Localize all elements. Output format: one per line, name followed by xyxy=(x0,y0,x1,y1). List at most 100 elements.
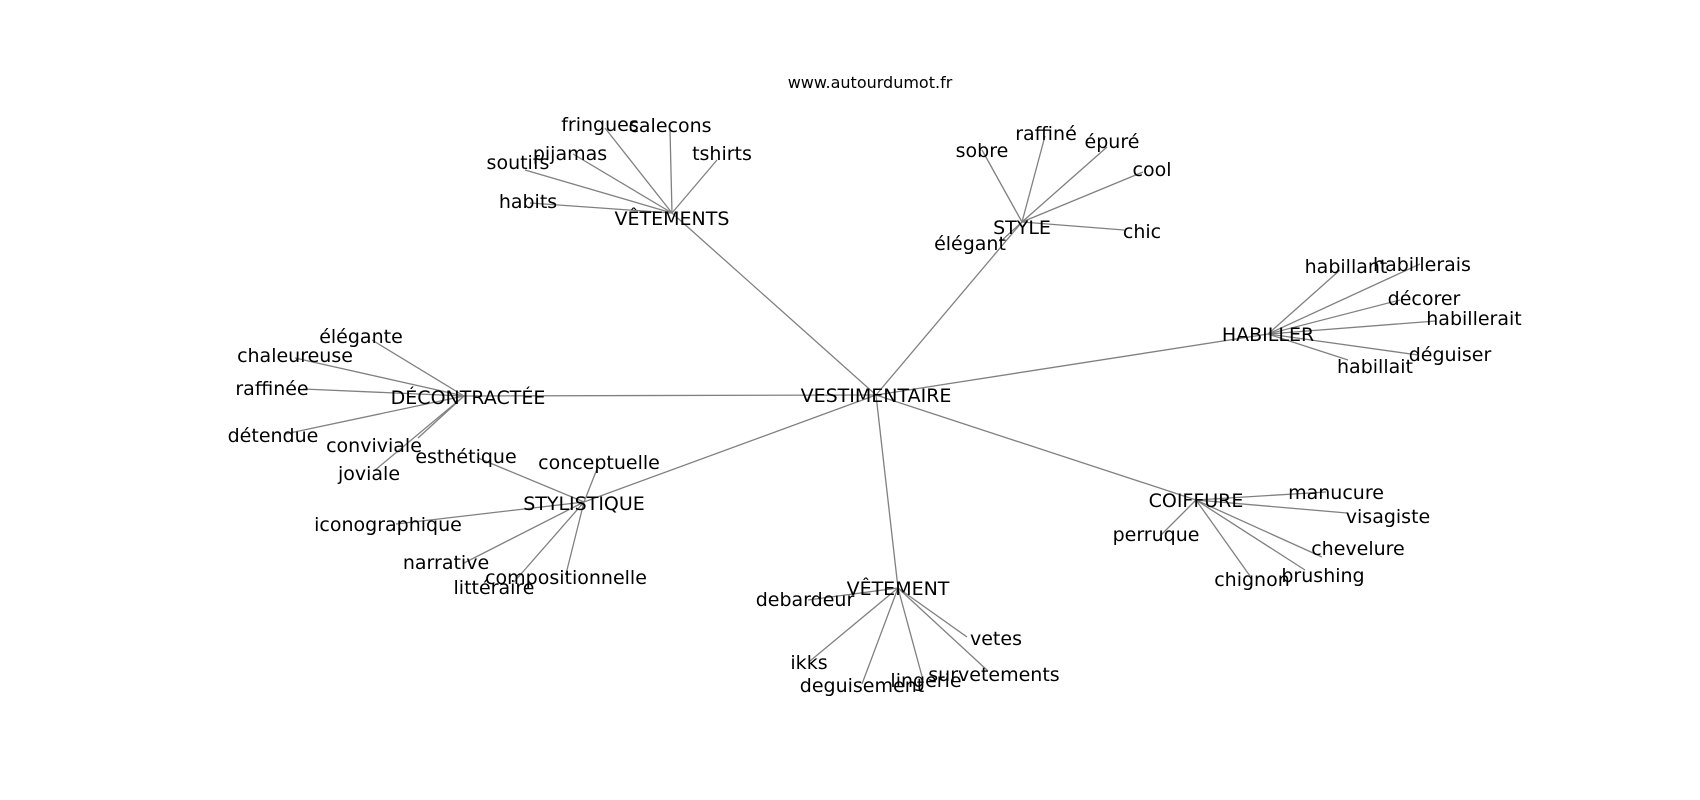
leaf-node-label: raffinée xyxy=(235,378,308,400)
edge-hub-to-leaf xyxy=(807,587,899,601)
leaf-node-label: pijamas xyxy=(533,143,607,165)
edge-hub-to-leaf xyxy=(671,159,718,214)
edge-root-to-hub xyxy=(583,394,877,503)
leaf-node-label: conceptuelle xyxy=(538,452,660,474)
root-node-label: VESTIMENTAIRE xyxy=(801,385,952,407)
edge-hub-to-leaf xyxy=(669,129,673,214)
leaf-node-label: calecons xyxy=(628,115,711,137)
edge-hub-to-leaf xyxy=(1267,320,1437,335)
edge-hub-to-leaf xyxy=(861,587,899,685)
edge-hub-to-leaf xyxy=(1021,135,1046,223)
leaf-node-label: cool xyxy=(1133,159,1172,181)
edge-hub-to-leaf xyxy=(1021,171,1144,223)
source-text: www.autourdumot.fr xyxy=(788,73,953,92)
hub-node-label: HABILLER xyxy=(1222,324,1314,346)
leaf-node-label: habillerait xyxy=(1426,308,1521,330)
edge-hub-to-leaf xyxy=(477,457,585,503)
edge-hub-to-leaf xyxy=(1195,499,1306,571)
edge-hub-to-leaf xyxy=(1021,221,1125,231)
edge-hub-to-leaf xyxy=(1195,491,1327,501)
edge-root-to-hub xyxy=(875,221,1023,396)
edge-hub-to-leaf xyxy=(524,169,673,214)
leaf-node-label: manucure xyxy=(1288,482,1384,504)
leaf-node-label: ikks xyxy=(790,652,827,674)
edge-hub-to-leaf xyxy=(395,501,585,525)
edge-hub-to-leaf xyxy=(284,395,465,435)
edge-hub-to-leaf xyxy=(1267,299,1401,335)
edge-hub-to-leaf xyxy=(302,388,465,397)
hub-node-label: STYLISTIQUE xyxy=(523,493,645,515)
leaf-node-label: élégante xyxy=(319,326,403,348)
leaf-node-label: fringues xyxy=(561,114,639,136)
edge-root-to-hub xyxy=(875,333,1269,396)
leaf-node-label: iconographique xyxy=(314,514,462,536)
leaf-node-label: habits xyxy=(499,191,557,213)
leaf-node-label: debardeur xyxy=(756,589,855,611)
edge-hub-to-leaf xyxy=(373,395,465,472)
leaf-node-label: chic xyxy=(1123,221,1161,243)
leaf-node-label: conviviale xyxy=(326,435,422,457)
leaf-node-label: lingerie xyxy=(890,670,961,692)
edge-hub-to-leaf xyxy=(1195,499,1251,577)
edge-hub-to-leaf xyxy=(604,127,673,214)
leaf-node-label: vetes xyxy=(970,628,1022,650)
leaf-node-label: narrative xyxy=(403,552,489,574)
edge-hub-to-leaf xyxy=(1195,499,1348,514)
edge-hub-to-leaf xyxy=(513,501,585,583)
hub-node-label: COIFFURE xyxy=(1149,490,1244,512)
edge-root-to-hub xyxy=(671,212,877,396)
edge-hub-to-leaf xyxy=(897,587,968,638)
leaf-node-label: décorer xyxy=(1388,288,1461,310)
leaf-node-label: élégant xyxy=(934,233,1006,255)
hub-node-label: DÉCONTRACTÉE xyxy=(391,386,546,409)
edge-hub-to-leaf xyxy=(981,149,1023,223)
edge-hub-to-leaf xyxy=(529,202,673,214)
edge-hub-to-leaf xyxy=(1267,263,1421,335)
leaf-node-label: compositionnelle xyxy=(485,567,647,589)
edge-hub-to-leaf xyxy=(565,501,585,575)
leaf-node-label: soutifs xyxy=(487,152,550,174)
leaf-node-label: déguiser xyxy=(1409,344,1492,366)
leaf-node-label: chevelure xyxy=(1311,538,1405,560)
edge-hub-to-leaf xyxy=(1267,269,1341,335)
leaf-node-label: chignon xyxy=(1214,569,1290,591)
leaf-node-label: habillerais xyxy=(1373,254,1471,276)
graph-edges xyxy=(284,127,1437,685)
leaf-node-label: visagiste xyxy=(1346,506,1430,528)
leaf-node-label: littéraire xyxy=(454,577,535,599)
edge-root-to-hub xyxy=(875,394,1197,501)
leaf-node-label: esthétique xyxy=(415,446,516,468)
edge-hub-to-leaf xyxy=(1267,333,1419,356)
hub-node-label: STYLE xyxy=(993,217,1051,239)
edge-hub-to-leaf xyxy=(463,501,585,564)
hub-node-label: VÊTEMENTS xyxy=(615,207,730,230)
edge-hub-to-leaf xyxy=(897,587,989,672)
leaf-node-label: habillant xyxy=(1305,256,1388,278)
leaf-node-label: survetements xyxy=(928,664,1059,686)
edge-hub-to-leaf xyxy=(1195,499,1323,558)
edge-hub-to-leaf xyxy=(583,468,598,503)
leaf-node-label: deguisement xyxy=(800,675,924,697)
edge-hub-to-leaf xyxy=(1267,333,1349,361)
leaf-node-label: habillait xyxy=(1337,356,1413,378)
leaf-node-label: chaleureuse xyxy=(237,345,353,367)
edge-hub-to-leaf xyxy=(999,221,1023,243)
edge-root-to-hub xyxy=(875,394,899,589)
leaf-node-label: brushing xyxy=(1281,565,1364,587)
edge-hub-to-leaf xyxy=(897,587,924,681)
edge-hub-to-leaf xyxy=(1159,499,1197,537)
leaf-node-label: détendue xyxy=(228,425,319,447)
edge-hub-to-leaf xyxy=(371,339,465,397)
hub-node-label: VÊTEMENT xyxy=(847,577,950,600)
leaf-node-label: épuré xyxy=(1085,131,1140,153)
edge-hub-to-leaf xyxy=(294,357,465,397)
edge-hub-to-leaf xyxy=(572,153,673,214)
leaf-node-label: sobre xyxy=(956,140,1009,162)
edge-hub-to-leaf xyxy=(809,587,899,662)
leaf-node-label: tshirts xyxy=(692,143,752,165)
leaf-node-label: raffiné xyxy=(1015,123,1077,145)
leaf-node-label: joviale xyxy=(337,463,400,485)
edge-root-to-hub xyxy=(463,394,877,397)
